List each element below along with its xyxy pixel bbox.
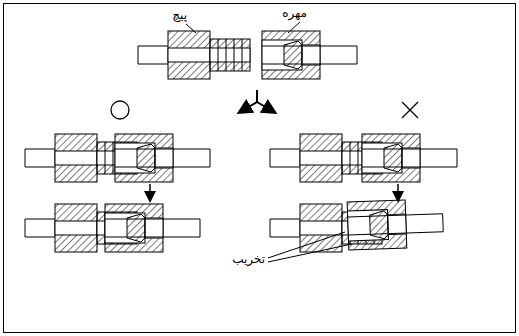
- frame-border: [4, 4, 516, 333]
- correct-mark: [111, 101, 129, 119]
- damage-label: تخریب: [230, 252, 267, 266]
- part-label: پیچ: [170, 8, 189, 22]
- part-label: مهره: [280, 6, 309, 20]
- wrong-mark: [402, 102, 418, 118]
